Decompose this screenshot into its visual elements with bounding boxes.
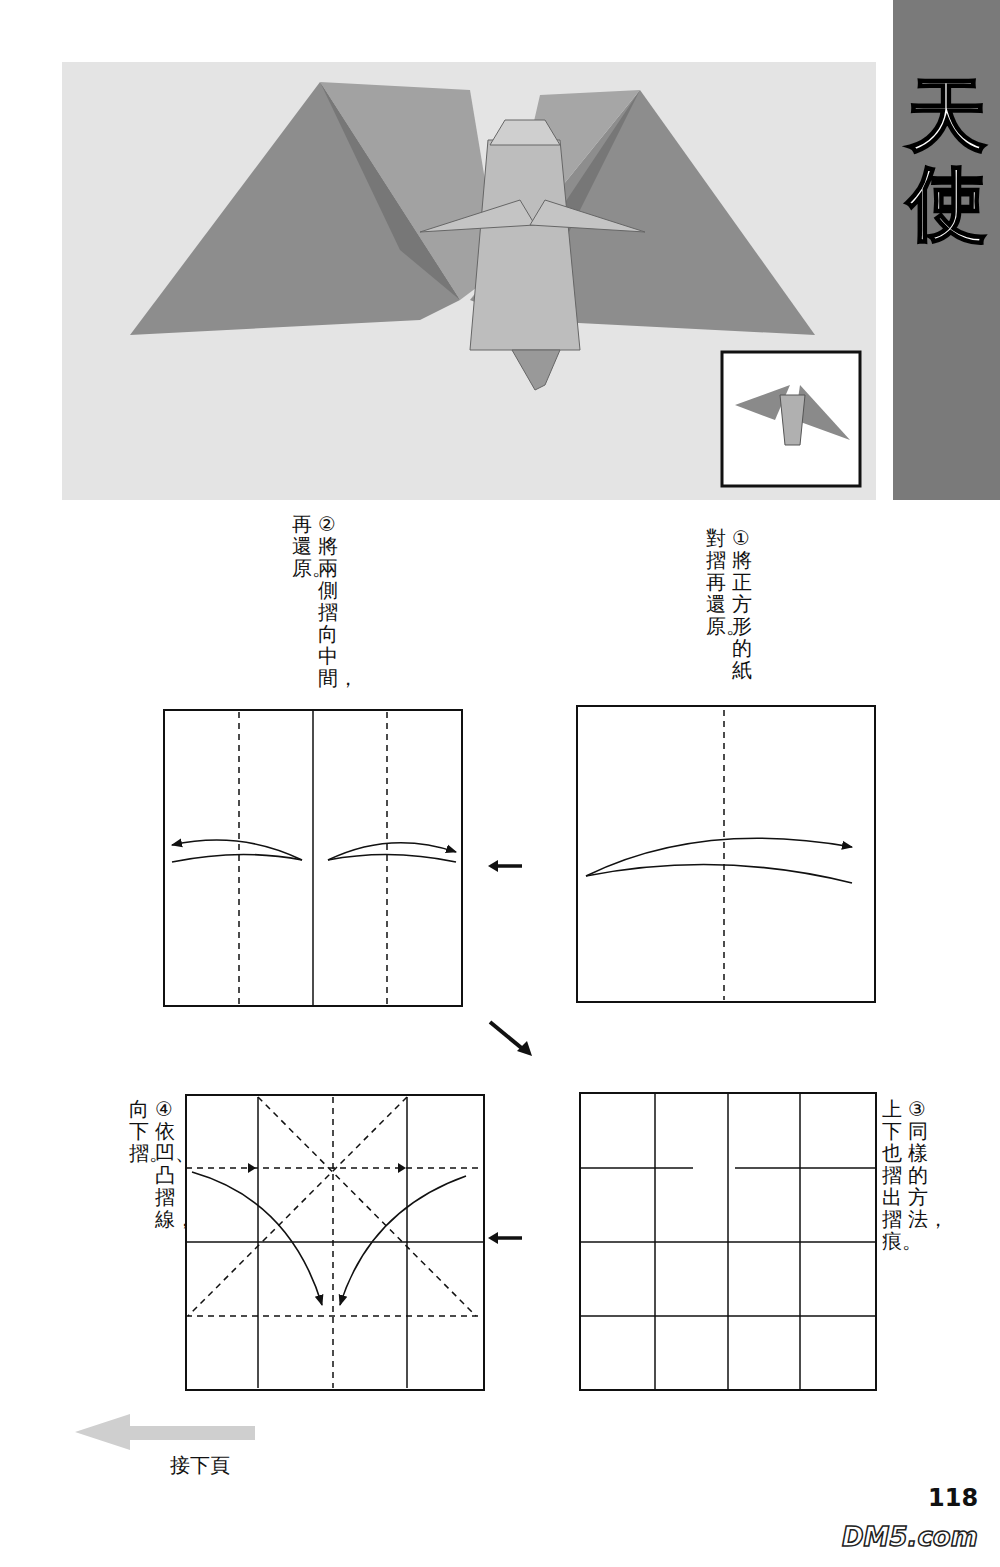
step2-square	[164, 710, 462, 1006]
text-column: ①將正方形的紙	[732, 527, 752, 681]
angel-model	[130, 82, 815, 390]
step-instruction: ④依凹、凸摺線， 向下摺。	[129, 1098, 175, 1230]
step4-square	[186, 1095, 484, 1390]
page-title: 天使	[907, 72, 987, 248]
step-instruction: ①將正方形的紙 對摺再還原。	[706, 527, 752, 681]
page-number: 118	[928, 1484, 978, 1512]
text-column: ②將兩側摺向中間，	[318, 513, 338, 689]
inset-model	[735, 385, 850, 445]
text-column: 向下摺。	[129, 1098, 149, 1164]
step3-square	[580, 1093, 876, 1390]
photo-ground	[62, 62, 876, 500]
text-column: 上下也摺出摺痕。	[882, 1098, 902, 1252]
text-column: ③同樣的方法，	[908, 1098, 928, 1230]
text-column: 對摺再還原。	[706, 527, 726, 637]
text-column: 天使	[907, 72, 987, 248]
step-arrow	[488, 860, 532, 1244]
inset-frame	[722, 352, 860, 486]
watermark: DM5.com	[842, 1522, 978, 1552]
continue-note: 接下頁	[170, 1452, 230, 1479]
text-column: ④依凹、凸摺線，	[155, 1098, 175, 1230]
step-instruction: ③同樣的方法， 上下也摺出摺痕。	[882, 1098, 928, 1252]
step-instruction: ②將兩側摺向中間， 再還原。	[292, 513, 338, 689]
next-page-arrow	[75, 1414, 255, 1450]
step1-square	[577, 706, 875, 1002]
text-column: 再還原。	[292, 513, 312, 579]
